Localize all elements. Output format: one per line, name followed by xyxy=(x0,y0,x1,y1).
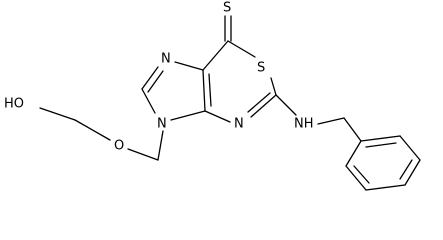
thione-sulfur-label: S xyxy=(223,1,231,16)
atom-labels: S S N N N HO O NH xyxy=(4,1,314,154)
imidazole-n7-label: N xyxy=(161,52,171,67)
bond-c3a-c7a xyxy=(202,69,206,112)
bond-ph-inner-b xyxy=(399,159,413,180)
bond-ph-inner-c xyxy=(353,165,370,184)
bond-n7-c8-a xyxy=(141,66,159,90)
bond-ph-6-1 xyxy=(345,140,362,167)
bond-ph-inner-a xyxy=(365,142,397,148)
bonds xyxy=(39,15,421,191)
bond-c5-n4-b xyxy=(247,92,271,113)
thiazine-n4-label: N xyxy=(234,117,244,132)
bond-n9-ch2 xyxy=(157,130,164,161)
bond-s6-c5 xyxy=(270,77,277,96)
bond-ch2-ph xyxy=(343,117,362,142)
bond-ch2-ch2 xyxy=(39,107,76,121)
bond-c3a-c7a-inner xyxy=(208,73,212,107)
bond-o-ch2 xyxy=(74,119,111,141)
bond-n9-c3a xyxy=(170,110,206,121)
bond-ph-1-2 xyxy=(360,135,401,142)
bond-c7a-n7 xyxy=(174,61,204,71)
amine-label: NH xyxy=(294,117,314,132)
bond-c5-nh xyxy=(275,94,297,116)
hydroxyl-label: HO xyxy=(4,97,24,112)
bond-c7-s6 xyxy=(227,40,256,58)
bond-ph-4-5 xyxy=(365,184,406,191)
bond-n4-c3a xyxy=(204,110,231,123)
chemical-structure: S S N N N HO O NH xyxy=(4,1,421,191)
bond-ph-2-3 xyxy=(399,135,421,161)
bond-c8-n9 xyxy=(141,88,156,114)
ether-oxygen-label: O xyxy=(114,139,124,154)
bond-ph-5-6 xyxy=(345,165,367,191)
bond-ph-3-4 xyxy=(404,159,421,186)
bond-nh-ch2 xyxy=(317,117,345,125)
bond-ch2-o xyxy=(127,148,159,161)
ring-sulfur-label: S xyxy=(257,61,265,76)
bond-c5-n4-a xyxy=(250,94,277,118)
imidazole-n9-label: N xyxy=(157,117,167,132)
bond-n7-c8-b xyxy=(147,70,164,93)
bond-c7a-c7 xyxy=(202,40,229,71)
